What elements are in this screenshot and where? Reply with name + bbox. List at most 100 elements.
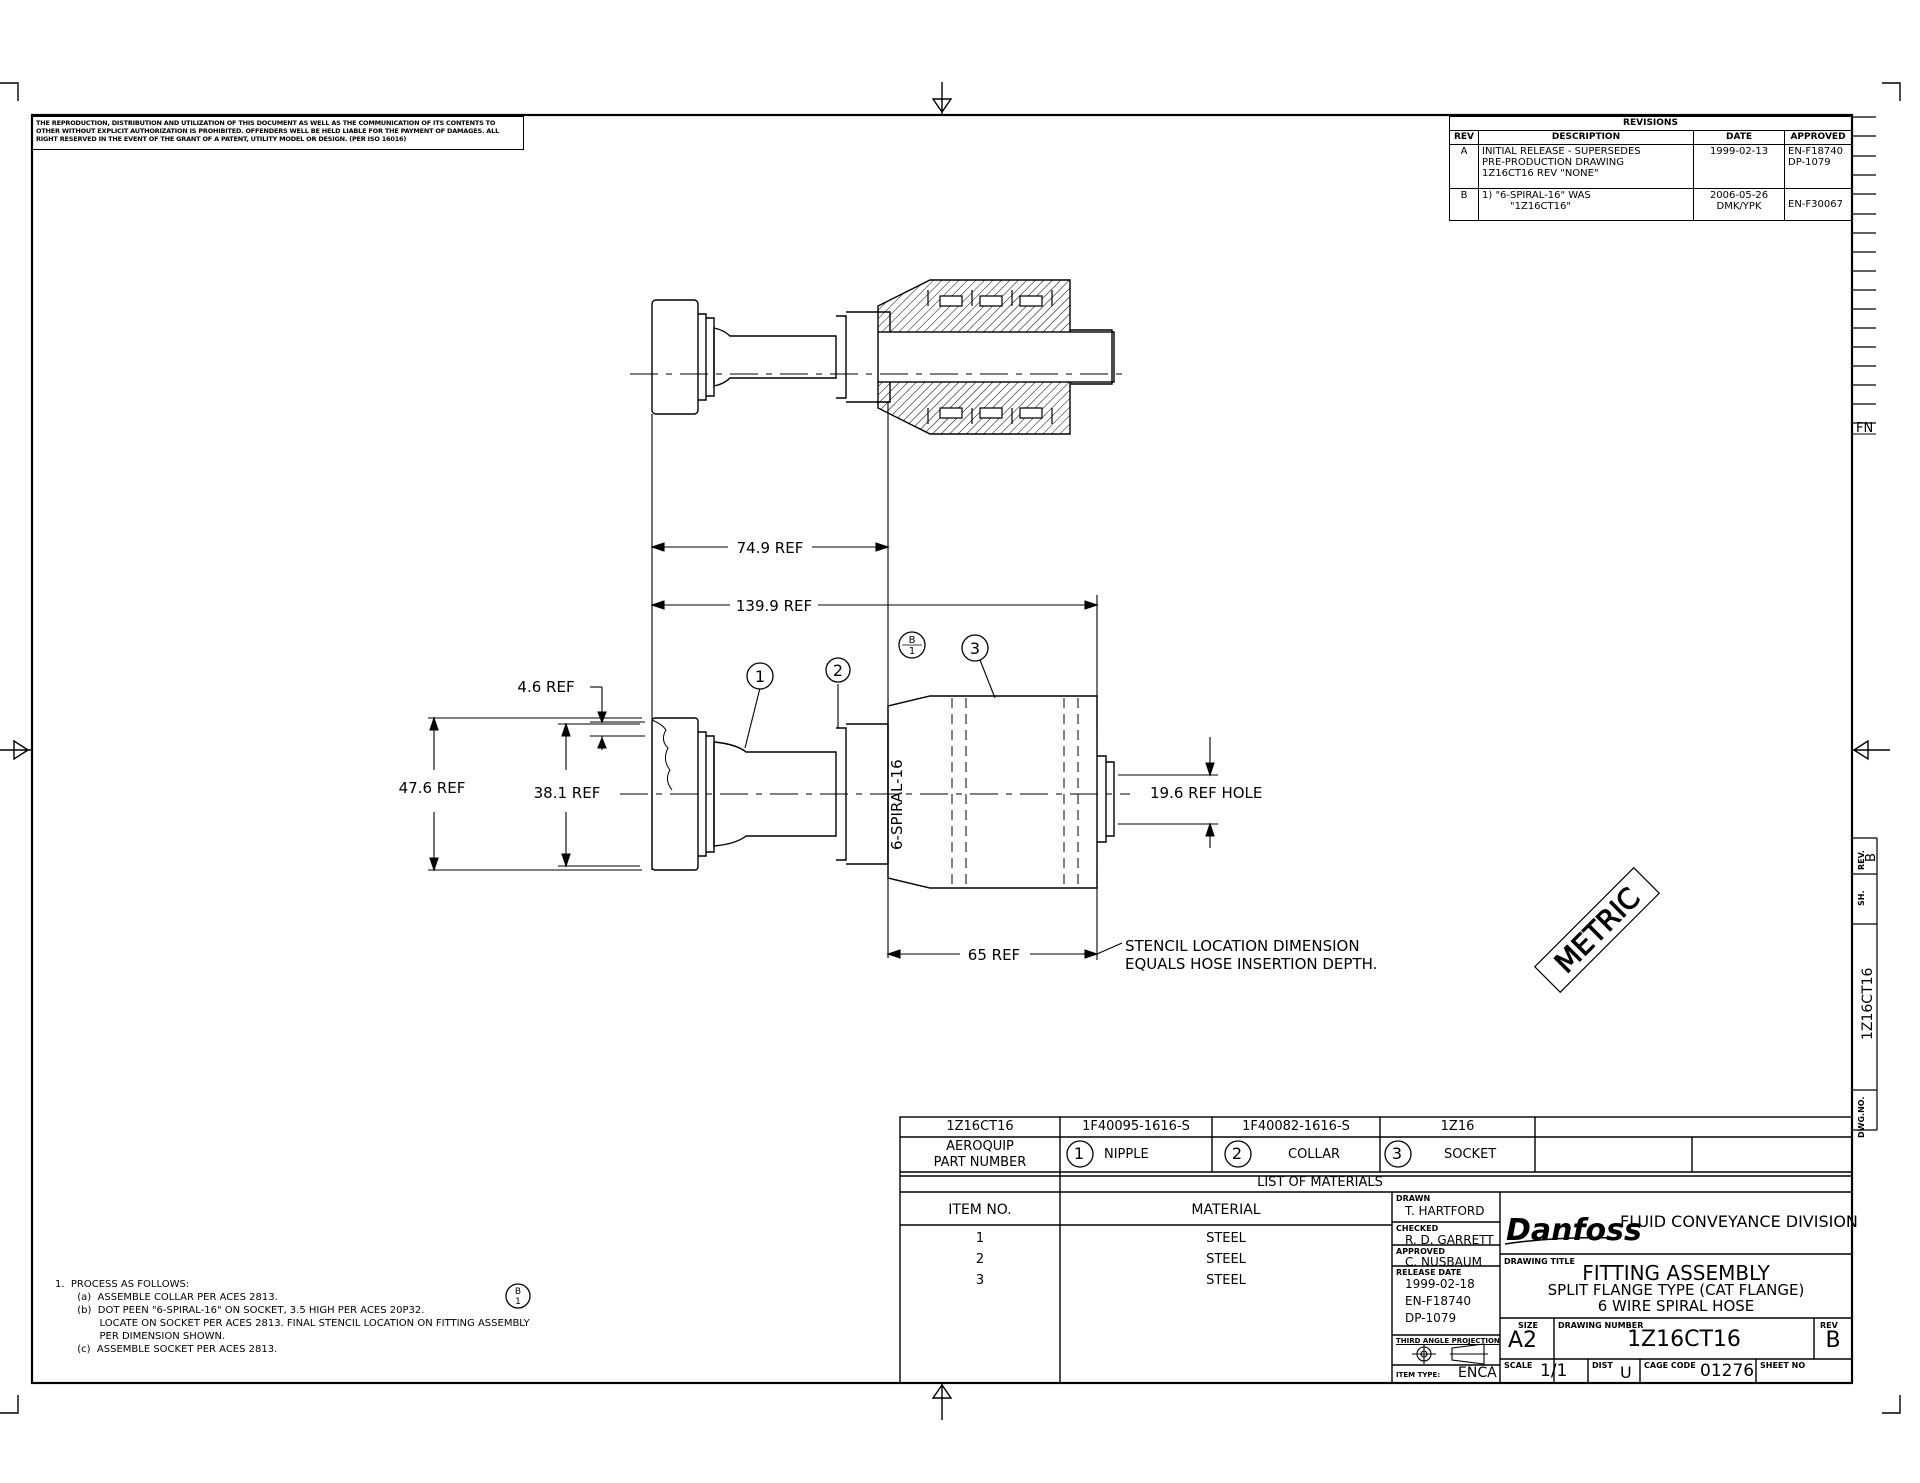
- dim-139-9: 139.9 REF: [736, 597, 812, 615]
- rev-a-date: 1999-02-13: [1693, 144, 1785, 189]
- rev-b: B: [1449, 188, 1479, 221]
- release-label: RELEASE DATE: [1396, 1268, 1462, 1277]
- bom-item-3-name: SOCKET: [1444, 1147, 1497, 1162]
- dp-number: DP-1079: [1405, 1311, 1457, 1325]
- dist-value: U: [1620, 1363, 1632, 1382]
- bom-row-3-material: STEEL: [1206, 1273, 1246, 1288]
- dim-47-6: 47.6 REF: [399, 779, 466, 797]
- dim-65: 65 REF: [968, 946, 1020, 964]
- bom-assembly: 1Z16CT16: [946, 1119, 1014, 1134]
- drawing-title-2: SPLIT FLANGE TYPE (CAT FLANGE): [1547, 1281, 1805, 1299]
- margin-ticks: [1852, 116, 1878, 1131]
- balloon-rev-notes-letter: B: [515, 1287, 521, 1297]
- dim-38-1: 38.1 REF: [534, 784, 601, 802]
- dwg-side-label: DWG.NO.: [1857, 1097, 1866, 1138]
- item-type-value: ENCA: [1458, 1365, 1497, 1381]
- rev-header: REV: [1449, 130, 1479, 145]
- center-mark-bottom: [931, 1383, 953, 1420]
- rev-label: REV: [1820, 1321, 1838, 1330]
- balloon-3-text: 3: [970, 639, 980, 658]
- revisions-title: REVISIONS: [1449, 116, 1852, 131]
- dim-19-6: 19.6 REF HOLE: [1150, 784, 1262, 802]
- sheet-no-label: SHEET NO: [1760, 1361, 1806, 1370]
- size-label: SIZE: [1518, 1321, 1539, 1330]
- center-mark-left: [0, 739, 32, 761]
- bom-grid: [899, 1116, 1853, 1384]
- balloon-rev-letter: B: [909, 635, 916, 646]
- revision-row-b: B 1) "6-SPIRAL-16" WAS"1Z16CT16" 2006-05…: [1449, 188, 1852, 221]
- center-mark-top: [931, 82, 953, 115]
- en-number: EN-F18740: [1405, 1294, 1471, 1308]
- rev-side-value: B: [1864, 853, 1879, 862]
- rev-b-date-2: DMK/YPK: [1716, 201, 1762, 212]
- release-value: 1999-02-18: [1405, 1277, 1475, 1291]
- scale-value: 1/1: [1540, 1361, 1568, 1381]
- balloon-2-text: 2: [833, 661, 843, 680]
- process-notes: 1. PROCESS AS FOLLOWS: (a) ASSEMBLE COLL…: [55, 1279, 530, 1355]
- rev-a-desc-2: PRE-PRODUCTION DRAWING: [1482, 157, 1624, 168]
- item-type-label: ITEM TYPE:: [1396, 1371, 1441, 1379]
- rev-a-app-2: DP-1079: [1788, 157, 1831, 168]
- checked-value: R. D. GARRETT: [1405, 1233, 1494, 1247]
- rev-a: A: [1449, 144, 1479, 189]
- balloon-rev-notes-num: 1: [515, 1297, 521, 1307]
- center-mark-right: [1852, 739, 1890, 761]
- sh-side-label: SH.: [1857, 891, 1866, 907]
- balloon-1: [746, 662, 774, 690]
- drawn-value: T. HARTFORD: [1405, 1204, 1485, 1218]
- elevation-view: [620, 695, 1130, 889]
- drawing-number-value: 1Z16CT16: [1627, 1327, 1741, 1352]
- metric-stamp: METRIC: [1533, 866, 1661, 994]
- rev-side-label: REV.: [1857, 850, 1866, 870]
- danfoss-logo: Danfoss: [1506, 1213, 1642, 1248]
- projection-label: THIRD ANGLE PROJECTION: [1396, 1337, 1500, 1345]
- checked-label: CHECKED: [1396, 1224, 1439, 1233]
- list-of-materials-title: LIST OF MATERIALS: [1257, 1175, 1383, 1190]
- rev-b-date-1: 2006-05-26: [1709, 190, 1769, 201]
- balloon-rev-num: 1: [909, 646, 915, 657]
- approved-value: C. NUSBAUM: [1405, 1255, 1482, 1269]
- bom-part-1: 1F40095-1616-S: [1082, 1119, 1190, 1134]
- size-value: A2: [1508, 1328, 1538, 1353]
- date-header: DATE: [1693, 130, 1785, 145]
- rev-b-desc: 1) "6-SPIRAL-16" WAS"1Z16CT16": [1478, 188, 1694, 221]
- rev-value: B: [1825, 1328, 1841, 1353]
- approved-header: APPROVED: [1784, 130, 1852, 145]
- balloon-1-text: 1: [755, 667, 765, 686]
- rev-b-approved: EN-F30067: [1784, 188, 1852, 221]
- drawing-title-3: 6 WIRE SPIRAL HOSE: [1597, 1297, 1755, 1315]
- revisions-table: REVISIONS REV DESCRIPTION DATE APPROVED …: [1449, 116, 1852, 221]
- section-view: [630, 279, 1130, 435]
- section-flange: [651, 299, 699, 415]
- drawing-number-label: DRAWING NUMBER: [1558, 1321, 1644, 1330]
- bom-item-2-num: 2: [1231, 1144, 1243, 1163]
- disclaimer-box: THE REPRODUCTION, DISTRIBUTION AND UTILI…: [32, 116, 524, 150]
- bom-row-1-num: 1: [975, 1231, 985, 1246]
- rev-a-app-1: EN-F18740: [1788, 146, 1843, 157]
- socket-bottom-wall: [877, 382, 1071, 435]
- projection-symbol: [1412, 1343, 1488, 1365]
- bom-part-3: 1Z16: [1440, 1119, 1475, 1134]
- scale-label: SCALE: [1504, 1361, 1533, 1370]
- material-header: MATERIAL: [1191, 1202, 1261, 1218]
- bom-part-2: 1F40082-1616-S: [1242, 1119, 1350, 1134]
- aeroquip-label-2: PART NUMBER: [933, 1155, 1027, 1170]
- bom-item-1-num: 1: [1073, 1144, 1085, 1163]
- rev-b-desc-1: 1) "6-SPIRAL-16" WAS: [1482, 190, 1591, 201]
- corner-mark: [0, 1395, 19, 1414]
- drawn-label: DRAWN: [1396, 1194, 1431, 1203]
- elevation-socket: [887, 695, 1098, 889]
- cage-code-label: CAGE CODE: [1644, 1361, 1696, 1370]
- dist-label: DIST: [1592, 1361, 1613, 1370]
- cage-code-value: 01276: [1700, 1361, 1755, 1381]
- dim-74-9: 74.9 REF: [737, 539, 804, 557]
- fn-label: FN: [1856, 421, 1873, 436]
- stencil-note-1: STENCIL LOCATION DIMENSION: [1125, 937, 1360, 955]
- balloons: [505, 631, 989, 1309]
- balloon-rev-notes: [505, 1283, 531, 1309]
- drawing-title-1: FITTING ASSEMBLY: [1582, 1261, 1770, 1285]
